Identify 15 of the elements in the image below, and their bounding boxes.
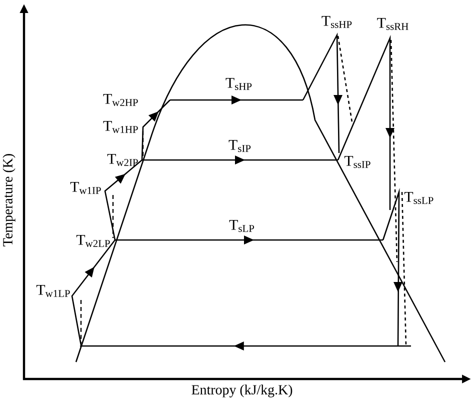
axis-title: Temperature (K)	[2, 154, 16, 246]
state-label: T$_{w2LP}$	[76, 235, 110, 248]
state-label: T$_{ssHP}$	[322, 16, 352, 28]
state-label: T$_{sLP}$	[229, 220, 254, 232]
state-label: T$_{w1IP}$	[70, 182, 101, 194]
state-label: T$_{ssRH}$	[377, 18, 408, 30]
state-label: T$_{sIP}$	[228, 140, 251, 152]
state-label: T$_{w1LP}$	[36, 285, 70, 298]
state-label: T$_{ssIP}$	[344, 156, 370, 168]
state-label: T$_{ssLP}$	[404, 192, 434, 204]
state-label: T$_{w1HP}$	[103, 121, 138, 134]
axis-title: Entropy (kJ/kg.K)	[192, 384, 292, 398]
state-label: T$_{w2IP}$	[107, 154, 138, 166]
state-label: T$_{sHP}$	[226, 78, 252, 90]
state-label: T$_{w2HP}$	[103, 94, 138, 106]
